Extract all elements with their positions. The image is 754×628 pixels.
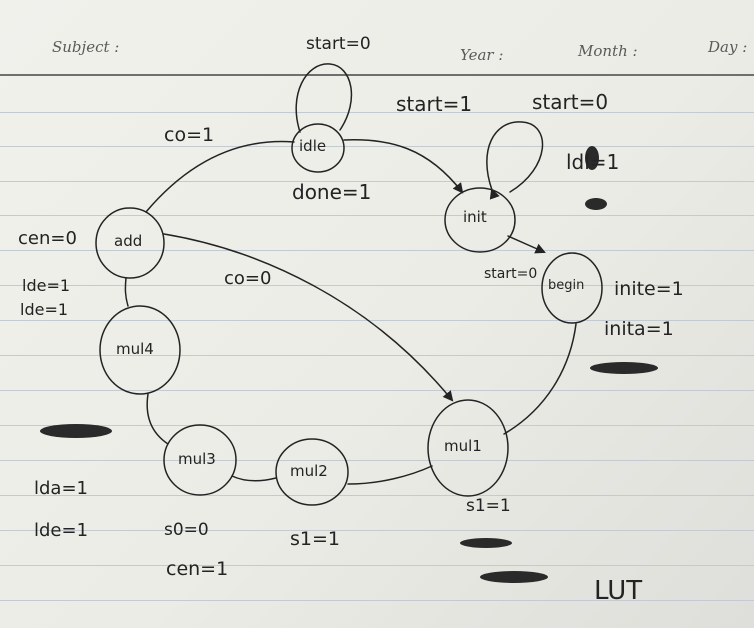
state-init-label: init [463,208,487,226]
state-begin-circle [541,252,603,324]
mul3-output-3-label: s0=0 [164,520,209,540]
edge-idle-to-init [343,139,464,194]
edge-add-to-idle [145,140,295,213]
edge-begin-to-mul1 [503,323,577,435]
scribble-mark [40,424,112,438]
init-output-label: ldl=1 [566,150,620,174]
add-to-idle-label: co=1 [164,124,215,146]
edge-add-to-mul1 [163,233,454,402]
init-self-loop [486,121,544,200]
mul3-output-1-label: lda=1 [34,478,88,499]
ruled-line [0,112,754,113]
state-mul1-circle [427,399,509,497]
scribble-mark [590,362,658,374]
year-label: Year : [460,46,504,64]
idle-to-init-label: start=1 [396,92,473,116]
state-mul3-circle [163,424,237,496]
scribble-mark [585,198,607,210]
scribble-mark [460,538,512,548]
ruled-line [0,181,754,182]
month-label: Month : [578,42,638,60]
init-self-loop-label: start=0 [532,90,609,114]
ruled-line [0,215,754,216]
mul3-output-2-label: lde=1 [34,520,89,541]
ruled-line [0,530,754,531]
ruled-line [0,146,754,147]
state-add-label: add [114,232,143,250]
ruled-line [0,390,754,391]
header-rule [0,74,754,76]
corner-note-label: LUT [594,576,643,606]
subject-label: Subject : [52,38,120,56]
scribble-mark [585,146,599,170]
mul3-output-4-label: cen=1 [166,558,229,580]
ruled-line [0,320,754,321]
state-idle-label: idle [299,137,327,155]
state-add-circle [95,207,165,279]
init-to-begin-label: start=0 [484,266,538,282]
state-mul4-circle [99,305,181,395]
edge-mul3-to-mul4 [146,393,169,445]
day-label: Day : [708,38,748,56]
scribble-mark [480,571,548,583]
state-mul2-label: mul2 [290,462,328,480]
ruled-line [0,425,754,426]
mul2-output-label: s1=1 [290,528,340,550]
state-mul1-label: mul1 [444,437,482,455]
ruled-line [0,460,754,461]
idle-output-label: done=1 [292,180,372,204]
begin-output-1-label: inite=1 [614,278,684,300]
state-mul3-label: mul3 [178,450,216,468]
edge-mul2-to-mul3 [231,475,277,482]
edge-mul1-to-mul2 [347,465,433,485]
ruled-line [0,495,754,496]
state-begin-label: begin [548,278,585,293]
ruled-line [0,600,754,601]
mul4-output-1-label: lde=1 [22,276,71,295]
state-mul2-circle [275,438,349,506]
add-output-label: cen=0 [18,228,77,249]
mul4-output-2-label: lde=1 [20,300,69,319]
begin-output-2-label: inita=1 [604,318,674,340]
ruled-line [0,565,754,566]
state-init-circle [444,187,516,253]
add-to-mul1-label: co=0 [224,268,272,289]
edge-init-to-begin [507,235,546,254]
state-idle-circle [291,123,345,173]
idle-self-loop [295,63,353,133]
state-mul4-label: mul4 [116,340,154,358]
mul1-output-label: s1=1 [466,496,511,516]
ruled-line [0,355,754,356]
edge-mul4-to-add [124,277,129,307]
ruled-line [0,250,754,251]
ruled-line [0,285,754,286]
idle-self-loop-label: start=0 [306,34,371,54]
